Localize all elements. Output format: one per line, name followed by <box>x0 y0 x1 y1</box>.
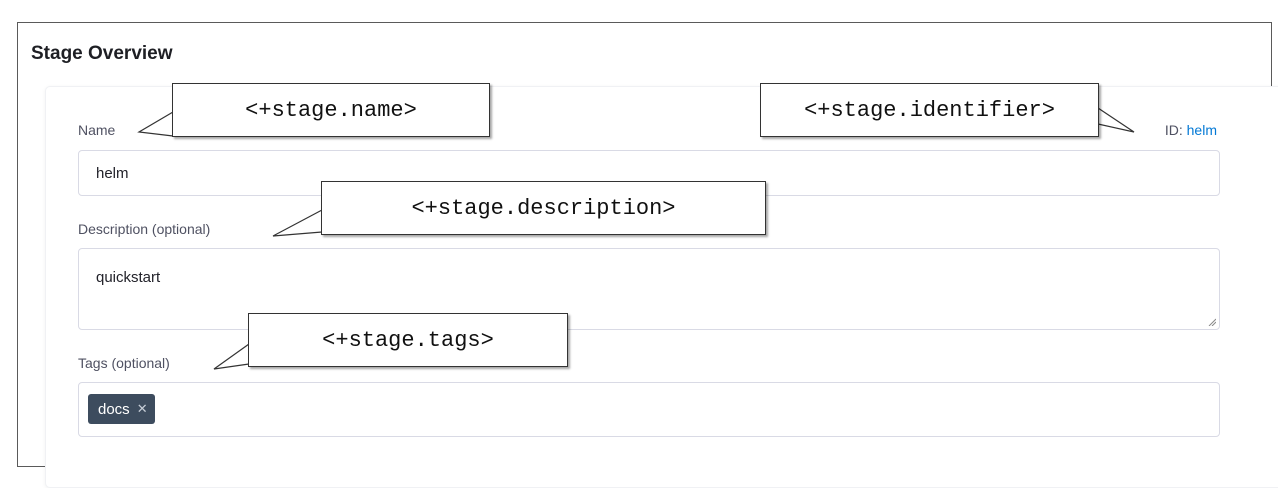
tags-input[interactable]: docs ✕ <box>78 382 1220 437</box>
name-callout: <+stage.name> <box>172 83 490 137</box>
description-label: Description (optional) <box>78 221 211 237</box>
tag-chip: docs ✕ <box>88 394 155 424</box>
tag-chip-label: docs <box>98 400 130 418</box>
identifier-value[interactable]: helm <box>1186 122 1217 138</box>
tags-label: Tags (optional) <box>78 355 170 371</box>
name-input-value: helm <box>96 165 129 182</box>
name-label: Name <box>78 122 116 138</box>
name-callout-pointer <box>137 111 174 137</box>
description-callout-pointer <box>272 209 323 237</box>
resize-grip-icon[interactable] <box>1208 318 1216 326</box>
identifier-display: ID: helm <box>1165 122 1217 138</box>
description-textarea-value: quickstart <box>96 269 161 286</box>
close-icon[interactable]: ✕ <box>136 401 148 416</box>
tags-callout-pointer <box>213 343 250 370</box>
identifier-callout-pointer <box>1097 107 1135 133</box>
identifier-prefix: ID: <box>1164 122 1187 138</box>
section-title: Stage Overview <box>31 43 173 64</box>
description-callout: <+stage.description> <box>321 181 766 235</box>
identifier-callout: <+stage.identifier> <box>760 83 1099 137</box>
tags-callout: <+stage.tags> <box>248 313 568 367</box>
